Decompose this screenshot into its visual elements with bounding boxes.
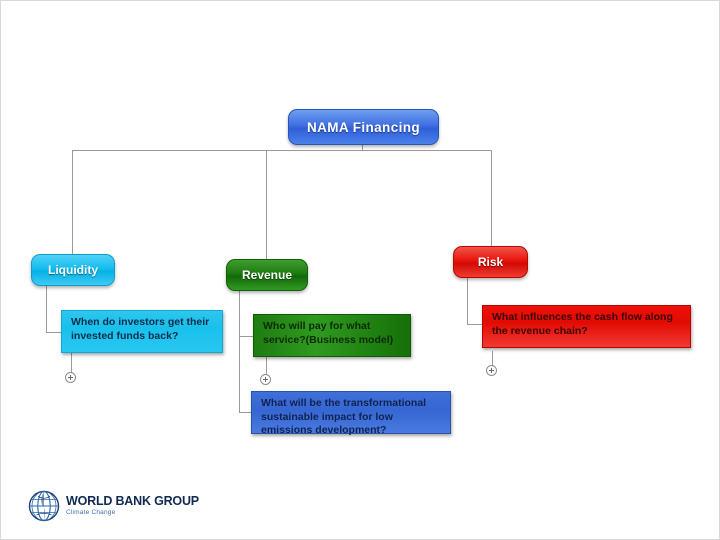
connector-revenue-children-v — [239, 289, 240, 413]
leaf-revenue-question-1[interactable]: Who will pay for what service?(Business … — [253, 314, 411, 357]
node-liquidity[interactable]: Liquidity — [31, 254, 115, 286]
logo-name: WORLD BANK GROUP — [66, 494, 199, 509]
connector-revenue-expander — [266, 357, 267, 385]
expand-plus-icon-liquidity[interactable] — [65, 372, 76, 383]
connector-risk-expander — [492, 351, 493, 367]
connector-liquidity-child-h — [46, 332, 62, 333]
connector-revenue-child2-h — [239, 412, 252, 413]
expand-plus-icon-revenue[interactable] — [260, 374, 271, 385]
connector-root-stub — [362, 143, 363, 151]
leaf-risk-question[interactable]: What influences the cash flow along the … — [482, 305, 691, 348]
logo-wordmark: WORLD BANK GROUP Climate Change — [66, 495, 199, 517]
connector-root-bus — [72, 150, 491, 151]
globe-icon — [28, 490, 60, 522]
logo-subtitle: Climate Change — [66, 509, 116, 517]
expand-plus-icon-risk[interactable] — [486, 365, 497, 376]
connector-risk-child-v — [467, 276, 468, 324]
connector-to-risk — [491, 150, 492, 247]
node-risk[interactable]: Risk — [453, 246, 528, 278]
node-nama-financing[interactable]: NAMA Financing — [288, 109, 439, 145]
leaf-revenue-question-2[interactable]: What will be the transformational sustai… — [251, 391, 451, 436]
connector-liquidity-child-v — [46, 284, 47, 332]
connector-liquidity-expander — [71, 353, 72, 373]
connector-risk-child-h — [467, 324, 483, 325]
connector-revenue-child1-h — [239, 336, 254, 337]
leaf-liquidity-question[interactable]: When do investors get their invested fun… — [61, 310, 223, 353]
node-revenue[interactable]: Revenue — [226, 259, 308, 291]
connector-to-revenue — [266, 150, 267, 260]
world-bank-group-logo: WORLD BANK GROUP Climate Change — [28, 490, 199, 522]
connector-to-liquidity — [72, 150, 73, 255]
